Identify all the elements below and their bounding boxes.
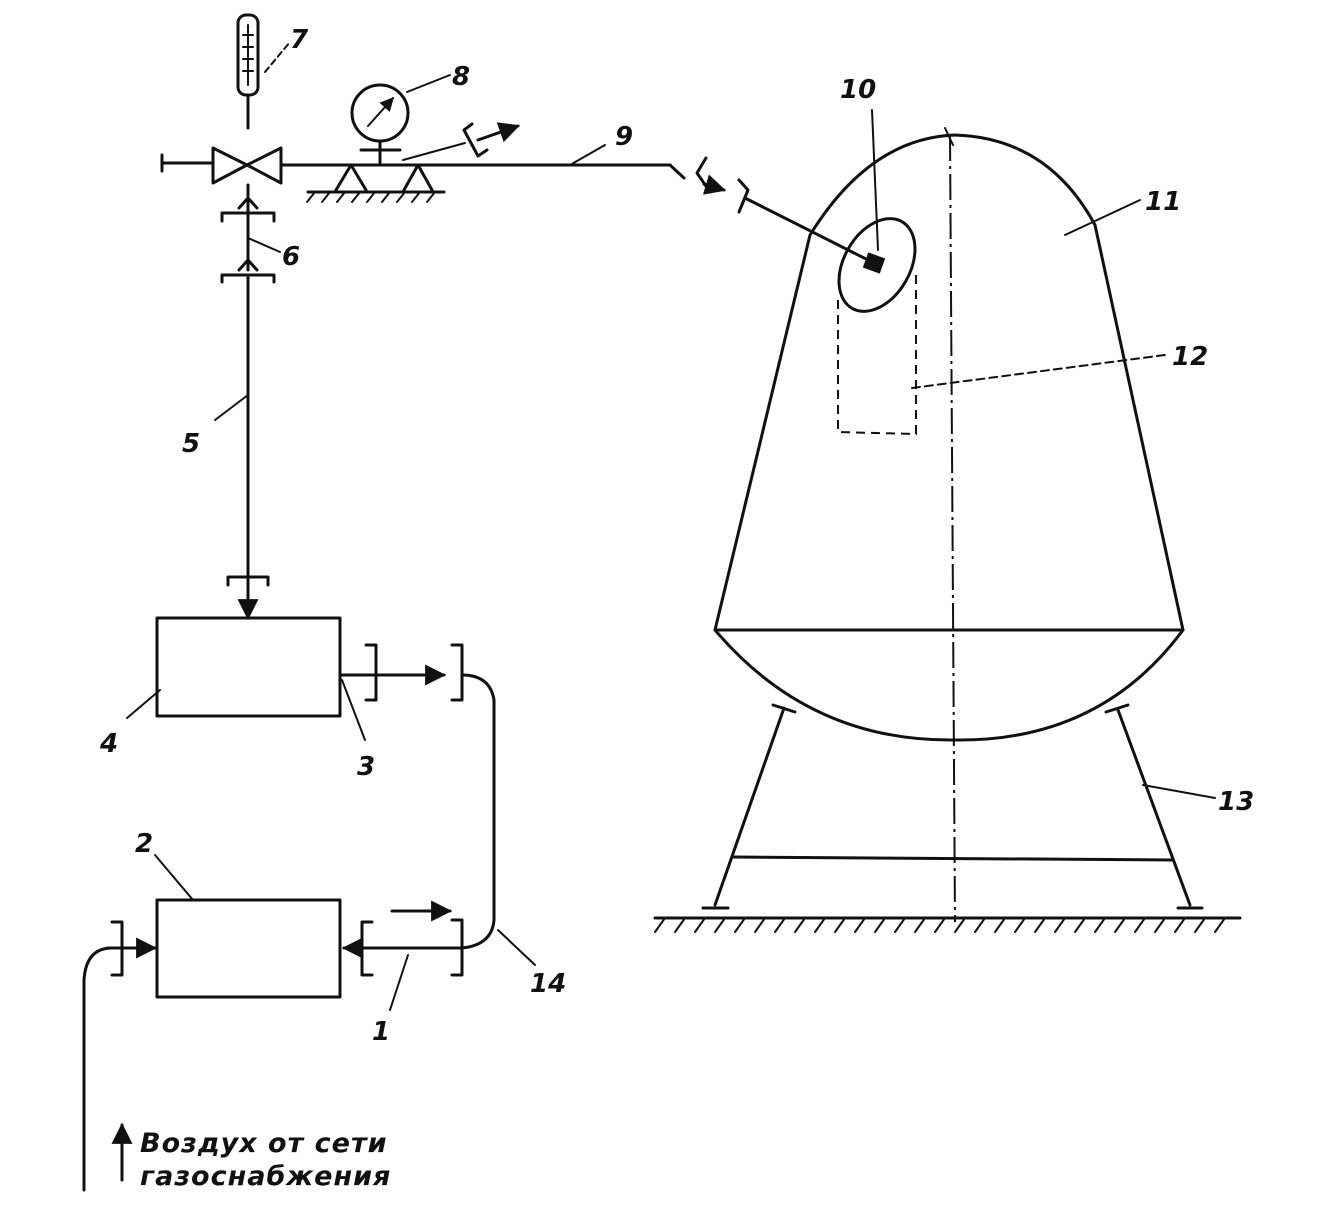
floor-ground xyxy=(653,916,1242,933)
leader-lines xyxy=(126,41,1216,1011)
label-8: 8 xyxy=(452,62,470,92)
label-5: 5 xyxy=(182,429,200,459)
label-7: 7 xyxy=(290,25,309,55)
label-4: 4 xyxy=(99,729,118,759)
label-6: 6 xyxy=(282,242,300,272)
chamber-stand xyxy=(701,703,1204,910)
pressure-chamber xyxy=(713,127,1185,923)
label-10: 10 xyxy=(840,75,876,105)
block-2 xyxy=(155,898,342,999)
pressure-gauge xyxy=(350,83,410,165)
label-1: 1 xyxy=(372,1017,390,1047)
label-13: 13 xyxy=(1218,787,1254,817)
label-9: 9 xyxy=(615,122,633,152)
block-4 xyxy=(155,616,342,718)
label-11: 11 xyxy=(1145,187,1181,217)
hatch-window xyxy=(837,217,917,436)
label-2: 2 xyxy=(135,829,153,859)
air-inlet-pipe xyxy=(82,920,158,1192)
thermometer xyxy=(236,13,260,130)
return-loop-pipe xyxy=(338,643,496,977)
supply-line-to-chamber xyxy=(668,156,874,264)
caption-line-1: Воздух от сети xyxy=(140,1128,388,1159)
caption-line-2: газоснабжения xyxy=(140,1161,391,1192)
shutoff-valve xyxy=(160,146,672,185)
label-3: 3 xyxy=(357,752,375,782)
gauge-support xyxy=(306,163,446,203)
label-14: 14 xyxy=(530,969,566,999)
vent-fitting xyxy=(462,122,520,158)
riser-line xyxy=(220,183,276,621)
label-12: 12 xyxy=(1172,342,1208,372)
